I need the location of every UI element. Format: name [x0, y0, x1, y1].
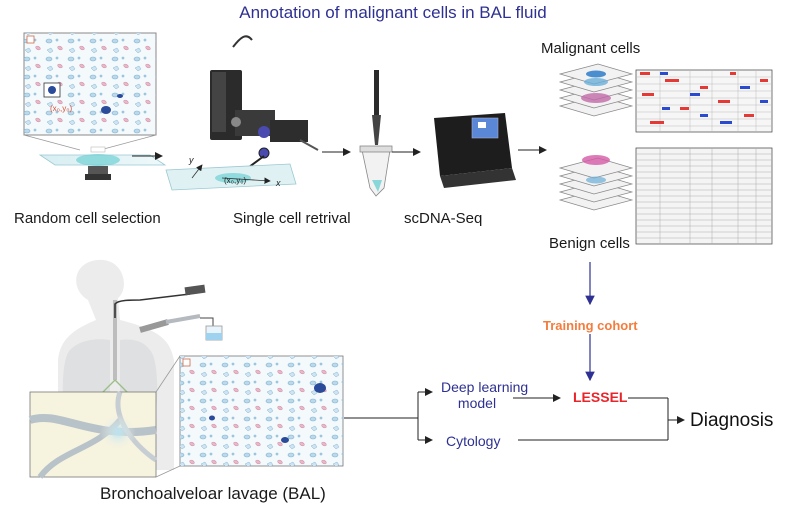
- lung-inset: [28, 391, 158, 479]
- bal-cell-panel: [179, 355, 344, 467]
- diagnosis-label: Diagnosis: [690, 410, 774, 431]
- random-cell-selection-label: Random cell selection: [14, 210, 161, 227]
- single-cell-retrieval-label: Single cell retrival: [233, 210, 351, 227]
- benign-cnv-heatmap: [635, 147, 773, 245]
- malignant-sample-stack: [558, 63, 634, 117]
- random-selection-panel: [23, 32, 167, 180]
- malignant-cnv-heatmap: [635, 69, 773, 133]
- deep-learning-line2: model: [457, 395, 497, 411]
- benign-sample-stack: [558, 155, 634, 211]
- lessel-label: LESSEL: [573, 389, 628, 405]
- sequencer-illustration: [434, 113, 516, 188]
- panel-marker-icon: [26, 35, 35, 44]
- pipette-tube-illustration: [359, 70, 393, 197]
- workflow-arrows: [132, 146, 547, 160]
- scdna-seq-label: scDNA-Seq: [404, 210, 483, 227]
- training-cohort-label: Training cohort: [543, 318, 638, 333]
- y-axis-label: y: [188, 155, 194, 165]
- benign-cells-label: Benign cells: [549, 235, 630, 252]
- deep-learning-model-label: Deep learning model: [441, 379, 529, 411]
- stage-coordinate-label: (x₀,y₀): [224, 176, 247, 185]
- bal-label: Bronchoalveloar lavage (BAL): [100, 484, 326, 503]
- cytology-label: Cytology: [446, 433, 501, 449]
- diagnosis-flow-lines: [344, 388, 685, 444]
- x-axis-label: x: [275, 178, 281, 188]
- micromanipulator-illustration: [165, 35, 319, 191]
- deep-learning-line1: Deep learning: [441, 379, 529, 395]
- malignant-cells-label: Malignant cells: [541, 40, 641, 57]
- figure-title: Annotation of malignant cells in BAL flu…: [239, 3, 547, 22]
- cell-coordinate-label: (x₀,y₀): [50, 104, 73, 113]
